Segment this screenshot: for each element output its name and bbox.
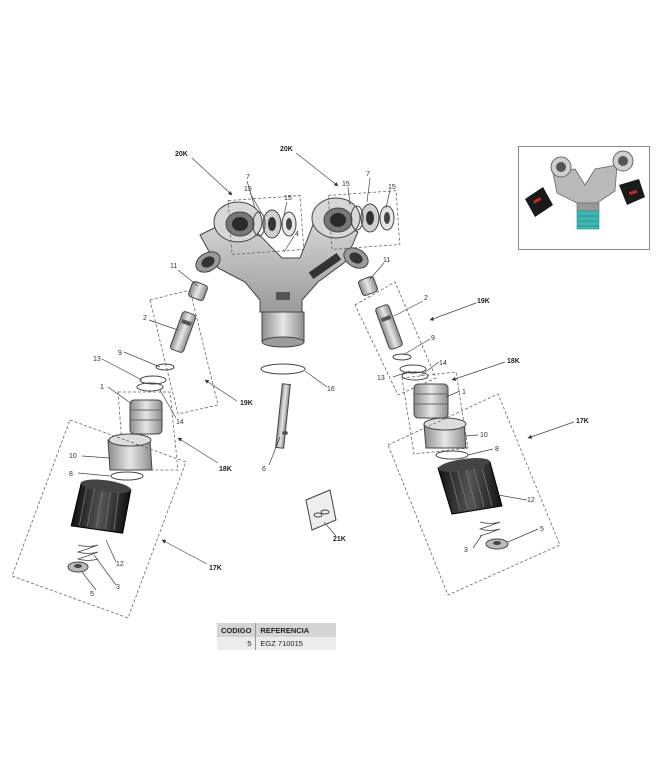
label-17k-right: 17K (576, 418, 589, 425)
valve-body (195, 197, 369, 348)
leader-lines (77, 152, 575, 591)
label-6: 6 (262, 466, 266, 473)
oring-16 (260, 363, 306, 375)
kit-17k-left-box (11, 419, 187, 619)
label-11-right: 11 (383, 257, 390, 264)
reference-table: CODIGO REFERENCIA 5 EGZ 710015 (217, 623, 337, 650)
valve-photo (525, 150, 645, 230)
label-3-right: 3 (464, 547, 468, 554)
left-washer-8 (110, 471, 144, 481)
kit-18k-right-box (401, 371, 469, 455)
label-20k-left: 20K (175, 151, 188, 158)
label-19k-right: 19K (477, 298, 490, 305)
label-10-left: 10 (69, 453, 77, 460)
left-spindle-11 (188, 281, 208, 301)
left-spindle-2 (169, 311, 197, 353)
right-spindle-11 (358, 276, 378, 296)
right-spring-3 (478, 521, 501, 537)
col-codigo-header: CODIGO (217, 623, 257, 637)
label-9-right: 9 (431, 335, 435, 342)
kit-17k-right-box (387, 393, 561, 596)
left-orings (136, 363, 175, 392)
label-9-left: 9 (118, 350, 122, 357)
left-spring-3 (76, 544, 99, 561)
label-2-left: 2 (143, 315, 147, 322)
right-nut-1 (413, 383, 449, 419)
label-3-left: 3 (116, 584, 120, 591)
label-11-left: 11 (170, 263, 177, 270)
label-13-left: 13 (93, 356, 101, 363)
label-15-right-b: 15 (388, 184, 396, 191)
label-19k-left: 19K (240, 400, 253, 407)
label-5-right: 5 (540, 526, 544, 533)
spares-bag-21k (305, 489, 337, 531)
kit-20k-left-box (227, 195, 305, 255)
label-12-right: 12 (527, 497, 535, 504)
label-10-right: 10 (480, 432, 488, 439)
label-17k-left: 17K (209, 565, 222, 572)
label-13-right: 13 (377, 375, 385, 382)
label-8-right: 8 (495, 446, 499, 453)
dip-tube-6 (275, 383, 291, 449)
label-21k: 21K (333, 536, 346, 543)
right-knob-12 (437, 458, 503, 515)
label-16: 16 (327, 386, 335, 393)
right-spindle-2 (375, 304, 403, 350)
right-orings (392, 353, 429, 381)
label-15-right-a: 15 (342, 181, 350, 188)
left-seat-parts (252, 209, 297, 239)
callout-labels: 20K 20K 7 7 15 15 15 15 4 11 11 2 2 9 9 … (69, 146, 589, 598)
table-row: 5 EGZ 710015 (217, 637, 337, 650)
label-1-right: 1 (462, 389, 466, 396)
left-bonnet-10 (107, 433, 153, 471)
cell-codigo: 5 (217, 637, 257, 650)
col-referencia-header: REFERENCIA (255, 623, 337, 637)
label-4: 4 (295, 231, 299, 238)
kit-20k-right-box (327, 190, 401, 250)
label-12-left: 12 (116, 561, 124, 568)
label-1-left: 1 (100, 384, 104, 391)
left-nut-1 (129, 399, 163, 435)
label-7-right: 7 (366, 171, 370, 178)
label-15-left-b: 15 (284, 195, 292, 202)
label-14-right: 14 (439, 360, 447, 367)
right-seat-parts (350, 203, 395, 233)
kit-19k-left-box (149, 289, 219, 415)
label-14-left: 14 (176, 419, 184, 426)
label-8-left: 8 (69, 471, 73, 478)
label-18k-left: 18K (219, 466, 232, 473)
left-cap-5 (67, 561, 89, 573)
label-2-right: 2 (424, 295, 428, 302)
cell-referencia: EGZ 710015 (255, 637, 337, 650)
label-20k-right: 20K (280, 146, 293, 153)
right-bonnet-10 (423, 417, 467, 449)
table-header-row: CODIGO REFERENCIA (217, 623, 337, 637)
label-5-left: 5 (90, 591, 94, 598)
product-photo-inset (518, 146, 650, 250)
kit-19k-right-box (354, 281, 437, 396)
label-18k-right: 18K (507, 358, 520, 365)
label-15-left-a: 15 (244, 186, 252, 193)
label-7-left: 7 (246, 174, 250, 181)
right-washer-8 (435, 450, 469, 460)
right-cap-5 (485, 538, 509, 550)
left-knob-12 (70, 479, 132, 534)
